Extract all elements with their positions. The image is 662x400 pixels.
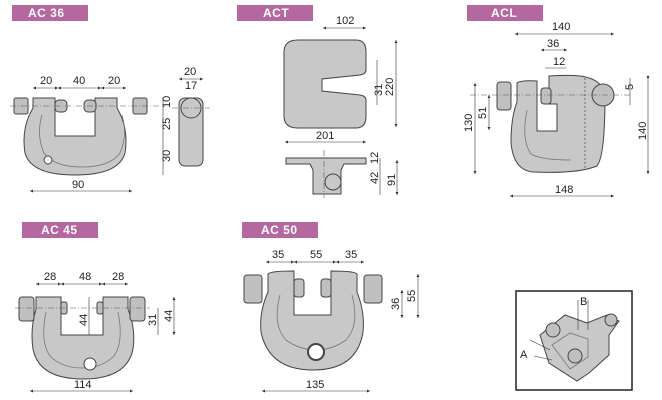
dim-ac36-w1: 20 xyxy=(40,75,52,87)
dim-acl-base: 148 xyxy=(555,184,573,196)
dim-ac50-h1: 36 xyxy=(390,298,402,310)
dimensions: 20 40 20 10 25 30 90 20 17 xyxy=(30,66,203,193)
model-ac36: AC 36 20 40 20 10 25 xyxy=(10,5,210,193)
model-ac50: AC 50 35 55 35 36 55 135 xyxy=(242,222,420,393)
dim-acl-offset: 5 xyxy=(624,84,636,90)
dimensions: 35 55 35 36 55 135 xyxy=(262,249,420,393)
dim-acl-overall: 140 xyxy=(552,21,570,33)
dim-ac50-width: 135 xyxy=(306,379,324,391)
dim-acl-height-left: 130 xyxy=(463,114,475,132)
dim-ac45-w2: 48 xyxy=(79,271,91,283)
dimensions: 28 48 28 44 31 44 114 xyxy=(30,271,176,393)
dim-ac36-h3: 30 xyxy=(161,150,173,162)
dim-ac45-inner-h: 44 xyxy=(78,314,90,326)
model-label: AC 45 xyxy=(41,223,78,237)
dimensions: 102 31 220 201 12 42 91 xyxy=(285,15,399,195)
detail-label-a: A xyxy=(520,349,528,361)
clamp-body xyxy=(243,270,383,371)
dim-ac50-w1: 35 xyxy=(272,249,284,261)
dim-act-height: 220 xyxy=(384,78,396,96)
model-label-box xyxy=(237,5,313,21)
clamp-body xyxy=(10,97,160,176)
dim-ac36-w2: 40 xyxy=(73,75,85,87)
model-acl: ACL 140 36 12 5 130 51 140 148 xyxy=(463,5,650,198)
dim-ac45-w3: 28 xyxy=(112,271,124,283)
dim-ac45-h2: 44 xyxy=(163,310,175,322)
dim-acl-jaw: 36 xyxy=(547,38,559,50)
dim-ac50-w2: 55 xyxy=(310,249,322,261)
model-label-box xyxy=(467,5,543,21)
dim-ac36-width: 90 xyxy=(72,179,84,191)
model-label: ACL xyxy=(491,6,517,20)
detail-label-b: B xyxy=(580,296,587,308)
model-label: ACT xyxy=(263,6,289,20)
dim-ac50-h2: 55 xyxy=(406,290,418,302)
dim-acl-bolt: 12 xyxy=(553,56,565,68)
model-label: AC 36 xyxy=(28,6,65,20)
dim-acl-height-right: 140 xyxy=(637,122,649,140)
isometric-detail: B A xyxy=(515,290,633,391)
dim-ac36-side-inner: 17 xyxy=(185,80,197,92)
act-side-view xyxy=(285,150,367,198)
dim-acl-depth: 51 xyxy=(477,107,489,119)
dim-act-width: 201 xyxy=(316,130,334,142)
dim-act-total: 91 xyxy=(386,174,398,186)
dim-ac45-width: 114 xyxy=(74,379,92,391)
model-label-box xyxy=(22,222,98,238)
model-label-box xyxy=(12,5,88,21)
dim-act-slot: 31 xyxy=(373,84,385,96)
dim-act-stem: 42 xyxy=(369,172,381,184)
clamp-body xyxy=(470,74,630,173)
model-label: AC 50 xyxy=(261,223,298,237)
dim-ac36-h1: 10 xyxy=(161,96,173,108)
dim-act-flange: 12 xyxy=(369,152,381,164)
dim-ac36-h2: 25 xyxy=(161,118,173,130)
dim-ac45-h1: 31 xyxy=(147,314,159,326)
model-label-box xyxy=(242,222,318,238)
side-view xyxy=(172,97,210,167)
dim-ac36-w3: 20 xyxy=(108,75,120,87)
clamp-body xyxy=(15,296,150,380)
dim-ac36-side-outer: 20 xyxy=(184,66,196,78)
dim-act-top: 102 xyxy=(336,15,354,27)
act-plate xyxy=(283,39,367,129)
model-act: ACT 102 31 220 201 12 42 91 xyxy=(237,5,399,198)
dimensions: 140 36 12 5 130 51 140 148 xyxy=(463,21,650,198)
dim-ac50-w3: 35 xyxy=(345,249,357,261)
dim-ac45-w1: 28 xyxy=(44,271,56,283)
model-ac45: AC 45 28 48 28 44 31 44 114 xyxy=(15,222,176,393)
